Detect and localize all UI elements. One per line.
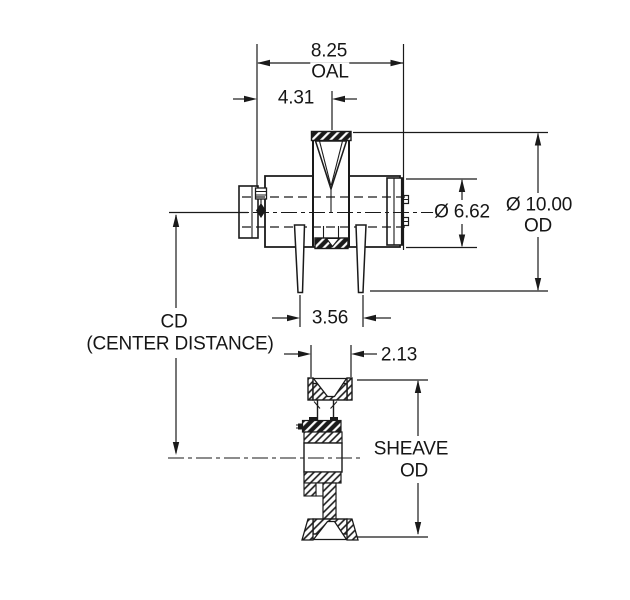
side-profile-view xyxy=(168,377,362,541)
dim-bushing-dia xyxy=(458,179,466,248)
dim-od-unit-label: OD xyxy=(522,215,554,237)
left-screw-point xyxy=(256,203,266,218)
top-rim-right-lip xyxy=(346,377,353,401)
bottom-rim-left-lip xyxy=(301,518,314,541)
sheave-od-label-line2: OD xyxy=(398,460,430,482)
v-groove xyxy=(314,140,348,192)
bottom-groove-opening xyxy=(312,520,348,541)
right-bushing-flange xyxy=(386,177,404,246)
cap-screw-left-stud xyxy=(298,423,303,430)
dim-oal-value-label: 8.25 xyxy=(309,40,349,62)
bushing-flange-band xyxy=(303,431,343,444)
dim-hub-offset xyxy=(233,95,357,103)
cap-screw-row xyxy=(301,419,342,433)
web-column xyxy=(322,482,337,520)
bottom-rim-right-lip xyxy=(346,518,359,541)
top-groove-opening xyxy=(312,377,348,398)
sheave-od-label-line1: SHEAVE xyxy=(372,438,450,460)
dim-oal-unit-label: OAL xyxy=(310,61,350,83)
dim-od-value-label: Ø 10.00 xyxy=(504,194,574,216)
dim-hub-offset-label: 4.31 xyxy=(276,87,316,109)
lower-groove-notch xyxy=(325,237,341,248)
dim-flange-width-label: 3.56 xyxy=(310,307,350,329)
dim-center-distance xyxy=(172,214,180,455)
center-distance-abbr: CD xyxy=(159,311,189,333)
dim-rim-width xyxy=(284,350,377,358)
front-section-view xyxy=(169,130,487,294)
dim-flange-width xyxy=(272,314,391,322)
dim-rim-width-label: 2.13 xyxy=(379,344,419,366)
dim-od xyxy=(534,132,542,291)
rim-top-section xyxy=(310,130,352,142)
dim-sheave-od xyxy=(414,380,422,535)
keyway-notch xyxy=(315,482,324,497)
left-flange-leg xyxy=(293,224,306,294)
top-rim-left-lip xyxy=(307,377,314,401)
center-distance-label: (CENTER DISTANCE) xyxy=(85,333,275,355)
dim-bushing-dia-label: Ø 6.62 xyxy=(433,201,491,223)
right-flange-leg xyxy=(355,224,367,294)
